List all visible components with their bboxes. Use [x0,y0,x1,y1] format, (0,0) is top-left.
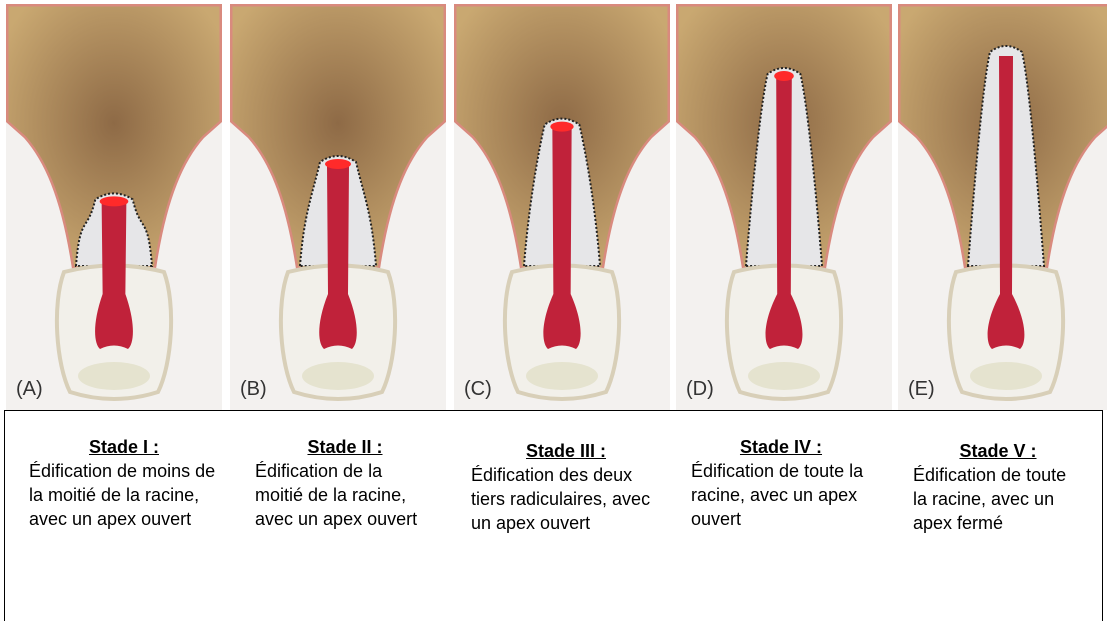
panel-label-a: (A) [16,378,43,401]
caption-desc-5: Édification de toute la racine, avec un … [913,463,1083,535]
panel-label-c: (C) [464,378,492,401]
open-apex [550,122,573,132]
open-apex [325,159,351,169]
caption-stage-4: Stade IV : Édification de toute la racin… [691,435,871,531]
caption-stage-2: Stade II : Édification de la moitié de l… [255,435,435,531]
tooth-diagram-c [454,4,670,410]
stage-panel-e: (E) [898,4,1107,410]
panel-label-d: (D) [686,378,714,401]
panel-label-e: (E) [908,378,935,401]
stage-panel-b: (B) [230,4,446,410]
caption-title-3: Stade III : [471,439,661,463]
caption-title-2: Stade II : [255,435,435,459]
stage-panel-a: (A) [6,4,222,410]
stage-panel-d: (D) [676,4,892,410]
tooth-diagram-e [898,4,1107,410]
tooth-diagram-a [6,4,222,410]
caption-stage-1: Stade I : Édification de moins de la moi… [29,435,219,531]
tooth-diagram-d [676,4,892,410]
crown-base [970,362,1042,390]
caption-title-4: Stade IV : [691,435,871,459]
open-apex [774,71,794,81]
crown-base [302,362,374,390]
caption-desc-4: Édification de toute la racine, avec un … [691,459,871,531]
tooth-diagram-b [230,4,446,410]
caption-stage-5: Stade V : Édification de toute la racine… [913,439,1083,535]
caption-desc-1: Édification de moins de la moitié de la … [29,459,219,531]
caption-desc-2: Édification de la moitié de la racine, a… [255,459,435,531]
stage-panel-c: (C) [454,4,670,410]
crown-base [526,362,598,390]
caption-desc-3: Édification des deux tiers radiculaires,… [471,463,661,535]
captions: Stade I : Édification de moins de la moi… [4,410,1103,621]
panel-label-b: (B) [240,378,267,401]
open-apex [100,196,129,206]
crown-base [78,362,150,390]
caption-title-5: Stade V : [913,439,1083,463]
stages-illustration: (A) (B) (C) (D) (E) [0,0,1107,410]
caption-stage-3: Stade III : Édification des deux tiers r… [471,439,661,535]
crown-base [748,362,820,390]
caption-title-1: Stade I : [29,435,219,459]
